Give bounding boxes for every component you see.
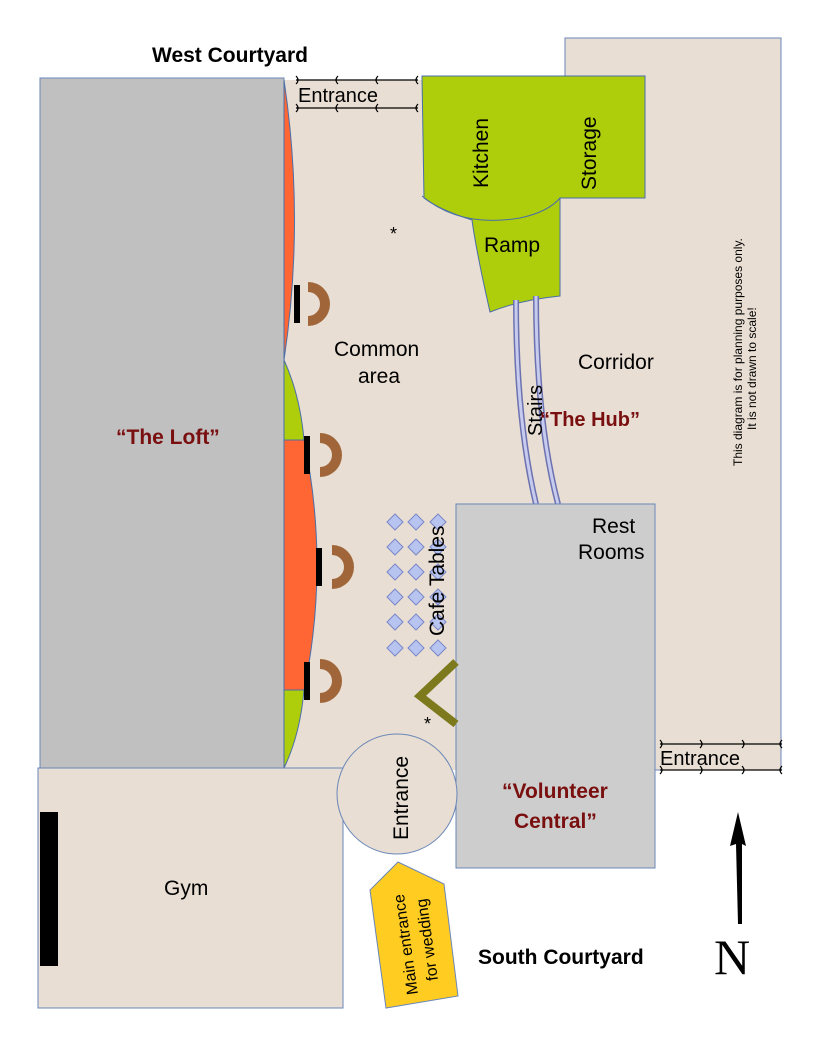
cafe-table-11	[429, 588, 447, 606]
common-area-label-2: area	[358, 365, 400, 388]
cafe-table-4	[407, 538, 425, 556]
disclaimer-line-2: It is not drawn to scale!	[745, 307, 759, 430]
cafe-table-7	[407, 563, 425, 581]
west-entrance-doors	[295, 75, 419, 113]
cafe-table-8	[429, 563, 447, 581]
loft-wall-orange-north	[283, 79, 295, 361]
cafe-table-12	[386, 613, 404, 631]
south-courtyard-label: South Courtyard	[478, 946, 644, 969]
the-hub-label: “The Hub”	[540, 409, 640, 431]
stairs-label: Stairs	[525, 385, 547, 436]
east-entrance-label: Entrance	[660, 748, 740, 770]
loft-wall-green-2	[283, 689, 305, 769]
door-2	[304, 433, 342, 477]
cafe-table-10	[407, 588, 425, 606]
rest-rooms-label-2: Rooms	[578, 541, 645, 564]
gym-label: Gym	[164, 877, 208, 900]
cafe-tables	[386, 513, 447, 657]
cafe-table-0	[386, 513, 404, 531]
volunteer-central-label-2: Central”	[514, 810, 597, 833]
storage-label: Storage	[578, 116, 601, 190]
corridor-label: Corridor	[578, 351, 654, 374]
cafe-table-9	[386, 588, 404, 606]
kitchen-storage-block	[421, 75, 646, 313]
cafe-table-3	[386, 538, 404, 556]
cafe-table-16	[407, 639, 425, 657]
kitchen-label: Kitchen	[470, 118, 493, 188]
cafe-table-5	[429, 538, 447, 556]
north-arrow-icon	[730, 812, 746, 924]
the-loft-label: “The Loft”	[116, 426, 220, 449]
star-marker-1: *	[390, 224, 397, 244]
stairs	[513, 295, 561, 505]
south-entrance-label: Entrance	[390, 756, 413, 840]
star-marker-2: *	[424, 714, 431, 734]
main-entrance-sign	[369, 861, 459, 1009]
north-label: N	[714, 929, 750, 985]
kitchen-divider	[421, 195, 561, 221]
west-entrance-label: Entrance	[298, 85, 378, 107]
disclaimer-line-1: This diagram is for planning purposes on…	[731, 238, 745, 466]
rest-rooms-label-1: Rest	[592, 515, 635, 538]
door-3	[316, 545, 354, 589]
loft-room	[39, 77, 285, 769]
cafe-table-17	[429, 639, 447, 657]
door-1	[294, 282, 330, 326]
cafe-table-14	[429, 613, 447, 631]
gym-room	[37, 767, 344, 1009]
west-courtyard-label: West Courtyard	[152, 44, 308, 67]
cafe-tables-label: Cafe Tables	[426, 525, 449, 636]
gym-stage	[40, 812, 58, 966]
rest-rooms-block	[455, 503, 656, 869]
cafe-table-6	[386, 563, 404, 581]
common-area-label-1: Common	[334, 338, 419, 361]
cafe-table-15	[386, 639, 404, 657]
ramp-label: Ramp	[484, 234, 540, 257]
east-entrance-doors	[659, 739, 783, 775]
south-entrance-circle	[336, 733, 458, 855]
volunteer-central-label-1: “Volunteer	[502, 780, 608, 803]
cafe-table-2	[429, 513, 447, 531]
triangle-marker	[413, 659, 459, 728]
cafe-table-1	[407, 513, 425, 531]
door-4	[304, 659, 342, 703]
cafe-table-13	[407, 613, 425, 631]
